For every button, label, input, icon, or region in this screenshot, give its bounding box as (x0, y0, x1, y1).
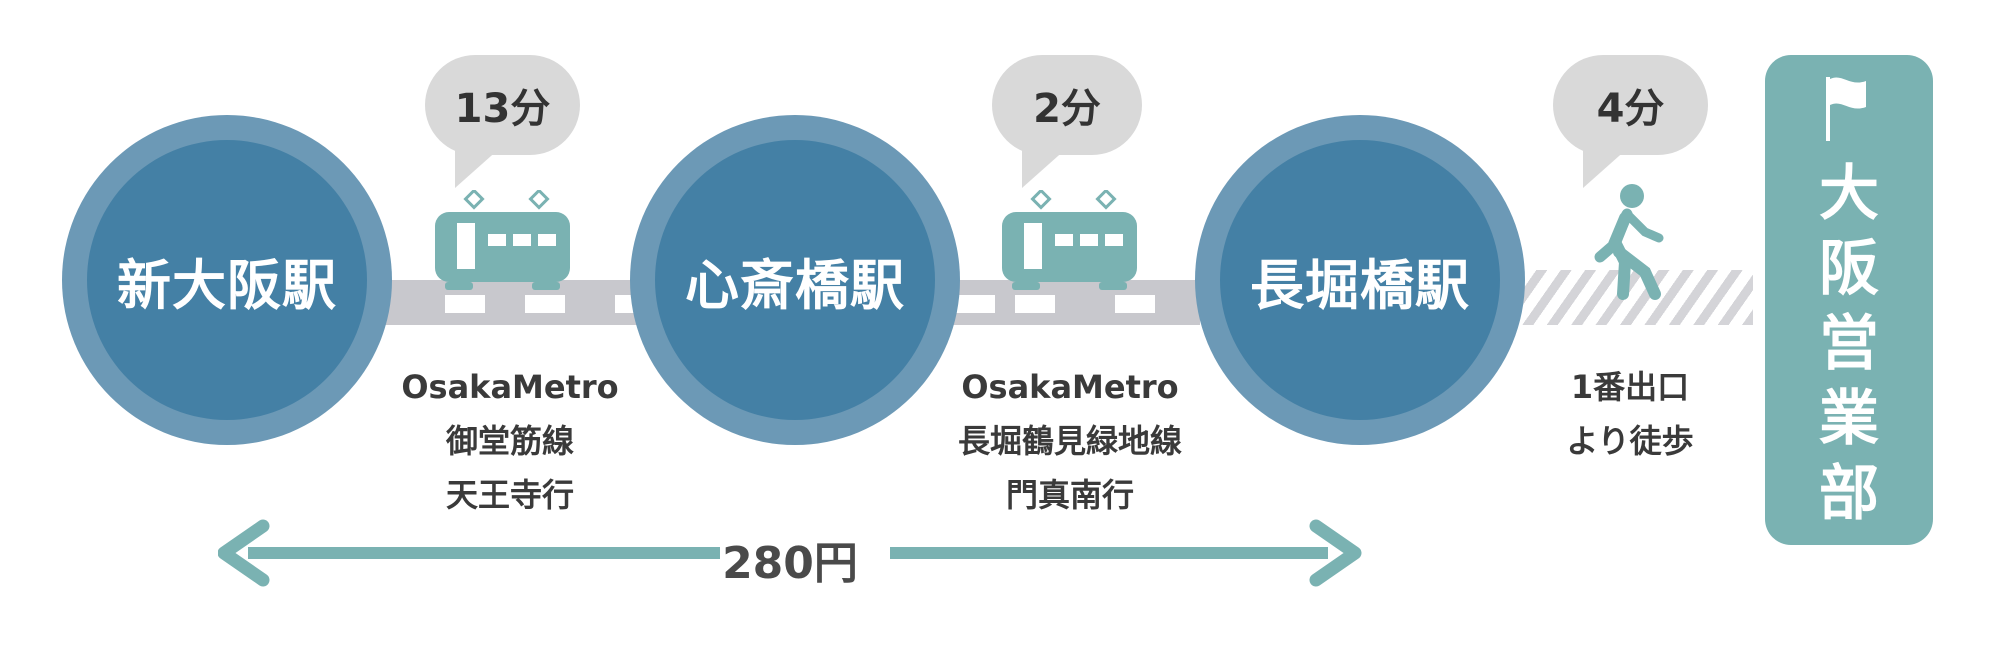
walking-person-icon (1594, 184, 1664, 300)
bubble-tail (1022, 148, 1067, 188)
route-line: OsakaMetro (961, 368, 1179, 406)
route-info-nagahori: OsakaMetro 長堀鶴見緑地線 門真南行 (920, 360, 1220, 522)
station-name: 心斎橋駅 (685, 253, 905, 317)
route-line: OsakaMetro (401, 368, 619, 406)
track-sleeper (445, 295, 485, 313)
travel-time: 4分 (1596, 86, 1665, 132)
travel-time: 2分 (1033, 86, 1101, 132)
destination-box: 大 阪 営 業 部 (1765, 55, 1933, 545)
station-nagahoribashi: 長堀橋駅 (1195, 115, 1525, 445)
destination-char: 営 (1819, 309, 1879, 379)
train-icon (1002, 190, 1137, 290)
station-name: 新大阪駅 (117, 253, 337, 317)
bubble-tail (1583, 148, 1628, 188)
flag-icon (1826, 77, 1866, 141)
destination-char: 業 (1819, 384, 1879, 454)
fare-label: 280円 (722, 538, 858, 589)
route-line: 長堀鶴見緑地線 (957, 422, 1182, 460)
route-line: 天王寺行 (445, 476, 574, 514)
track-sleeper (525, 295, 565, 313)
destination-char: 阪 (1819, 234, 1879, 304)
route-line: より徒歩 (1566, 422, 1694, 460)
bubble-tail (455, 148, 500, 188)
route-line: 御堂筋線 (445, 422, 574, 460)
destination-char: 大 (1819, 159, 1879, 229)
track-sleeper (1015, 295, 1055, 313)
double-arrow-icon (218, 519, 1362, 587)
train-icon (435, 190, 570, 290)
walk-info: 1番出口 より徒歩 (1545, 360, 1715, 468)
time-bubble: 13分 (425, 55, 580, 155)
route-info-midosuji: OsakaMetro 御堂筋線 天王寺行 (370, 360, 650, 522)
track-sleeper (1115, 295, 1155, 313)
station-shin-osaka: 新大阪駅 (62, 115, 392, 445)
travel-time: 13分 (454, 86, 551, 132)
time-bubble: 4分 (1553, 55, 1708, 155)
station-shinsaibashi: 心斎橋駅 (630, 115, 960, 445)
destination-char: 部 (1819, 459, 1879, 529)
route-line: 1番出口 (1570, 368, 1690, 406)
station-name: 長堀橋駅 (1250, 253, 1470, 317)
track-sleeper (955, 295, 995, 313)
time-bubble: 2分 (992, 55, 1142, 155)
route-line: 門真南行 (1005, 476, 1134, 514)
